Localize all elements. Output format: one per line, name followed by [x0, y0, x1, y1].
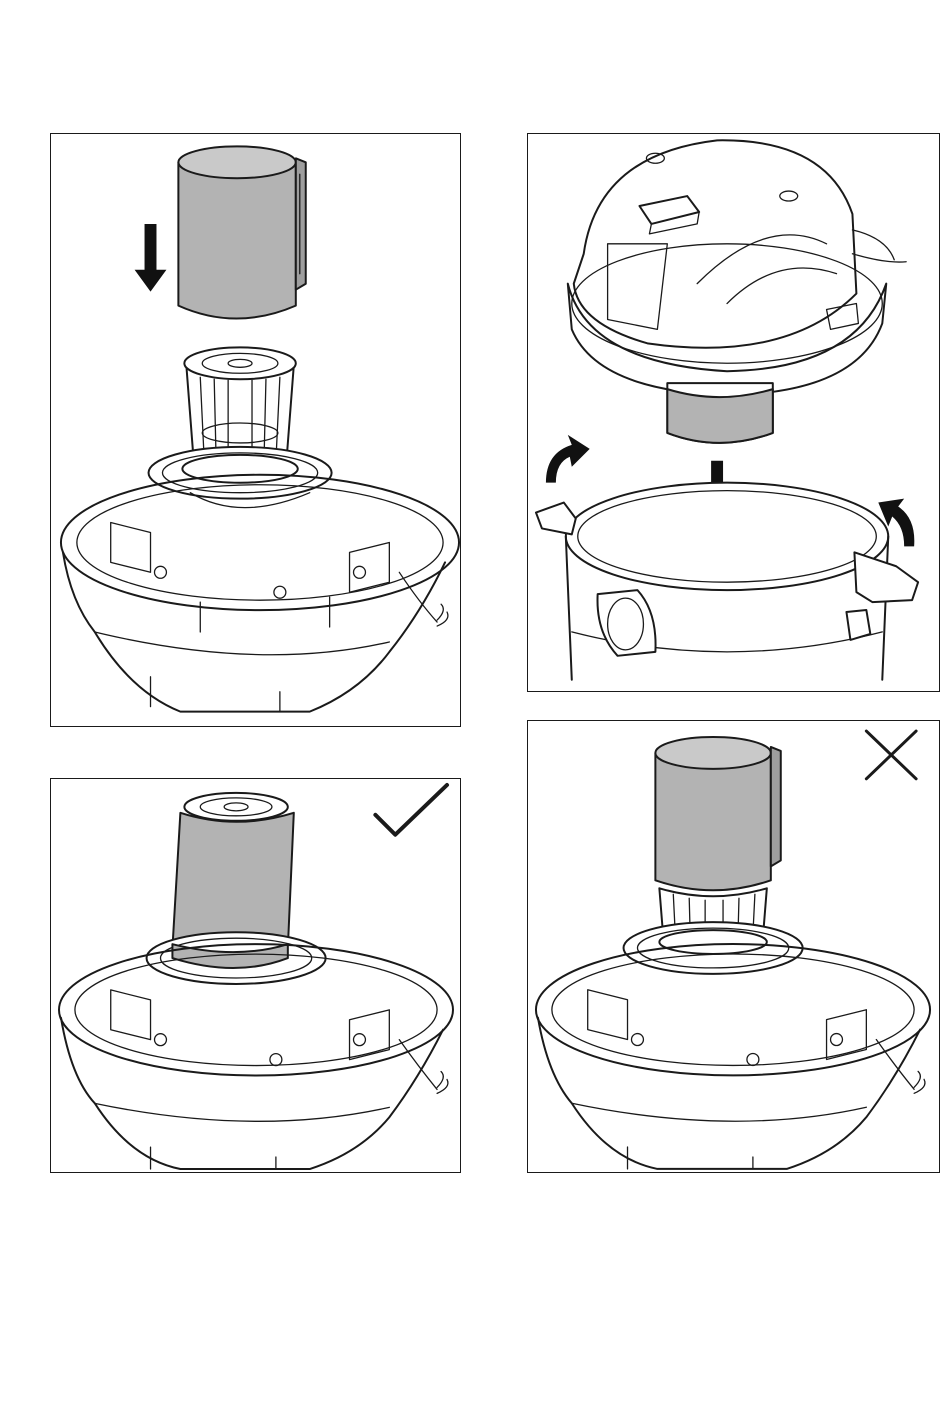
motor-head-base [61, 475, 459, 712]
panel-insert-filter-drawing [51, 134, 460, 726]
panel-attach-motor-head [527, 133, 940, 692]
panel-correct-fit [50, 778, 461, 1173]
panel-correct-fit-drawing [51, 779, 460, 1172]
cross-mark-icon [866, 731, 916, 779]
filter-cartridge [178, 146, 305, 318]
filter-cartridge-misaligned [655, 737, 780, 890]
tank-port [597, 590, 655, 656]
down-arrow-icon [135, 224, 167, 292]
panel-incorrect-fit [527, 720, 940, 1173]
check-mark-icon [375, 785, 447, 835]
motor-head-base [536, 944, 930, 1169]
tank-clip-left [536, 503, 576, 535]
rotate-left-arrow-icon [546, 435, 590, 483]
panel-insert-filter [50, 133, 461, 727]
power-cord [399, 572, 437, 622]
filter-cartridge [667, 383, 772, 443]
panel-incorrect-fit-drawing [528, 721, 939, 1172]
panel-attach-motor-head-drawing [528, 134, 939, 691]
motor-head [568, 140, 906, 395]
tank-clip-right [854, 552, 918, 602]
collection-tank [536, 483, 918, 680]
